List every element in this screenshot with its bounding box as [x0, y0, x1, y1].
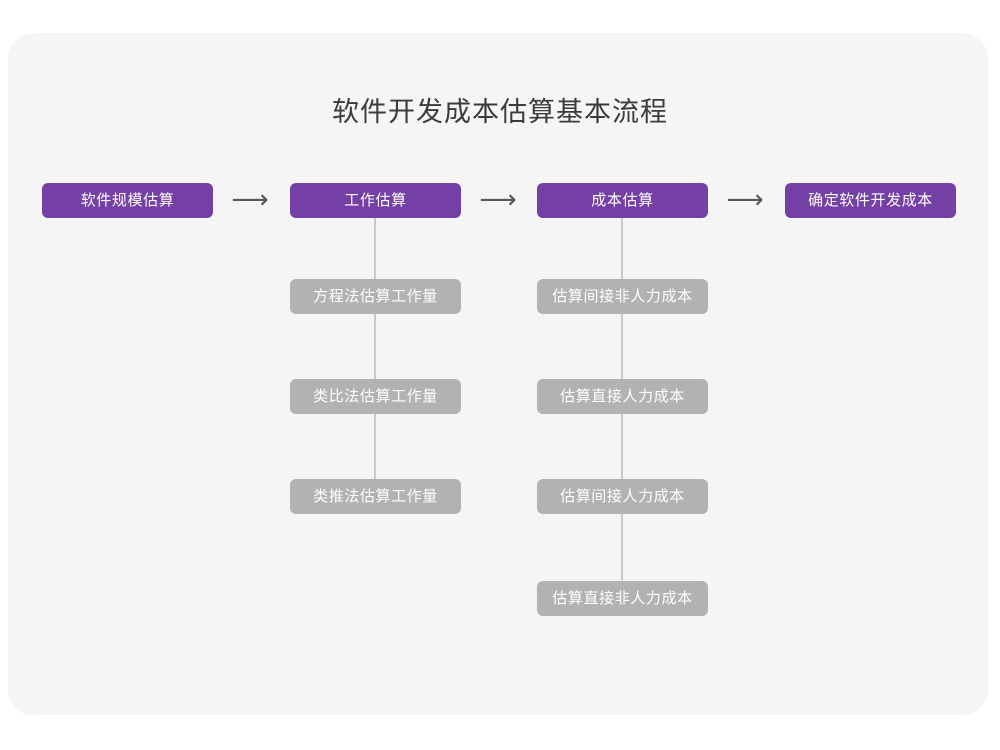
stage-box-software-scale-estimation[interactable]: 软件规模估算	[42, 183, 213, 218]
sub-box-direct-nonlabor-cost[interactable]: 估算直接非人力成本	[537, 581, 708, 616]
stage-box-determine-development-cost[interactable]: 确定软件开发成本	[785, 183, 956, 218]
flow-arrow-1: ⟶	[231, 185, 269, 215]
stage-box-cost-estimation[interactable]: 成本估算	[537, 183, 708, 218]
sub-box-effort-inference-method[interactable]: 类推法估算工作量	[290, 479, 461, 514]
diagram-card	[8, 33, 988, 715]
sub-box-effort-analogy-method[interactable]: 类比法估算工作量	[290, 379, 461, 414]
sub-box-effort-equation-method[interactable]: 方程法估算工作量	[290, 279, 461, 314]
sub-box-direct-labor-cost[interactable]: 估算直接人力成本	[537, 379, 708, 414]
page-title: 软件开发成本估算基本流程	[332, 97, 668, 127]
flow-arrow-3: ⟶	[726, 185, 764, 215]
sub-box-indirect-nonlabor-cost[interactable]: 估算间接非人力成本	[537, 279, 708, 314]
flow-arrow-2: ⟶	[479, 185, 517, 215]
sub-box-indirect-labor-cost[interactable]: 估算间接人力成本	[537, 479, 708, 514]
connector-line-column-2	[374, 218, 376, 480]
stage-box-effort-estimation[interactable]: 工作估算	[290, 183, 461, 218]
